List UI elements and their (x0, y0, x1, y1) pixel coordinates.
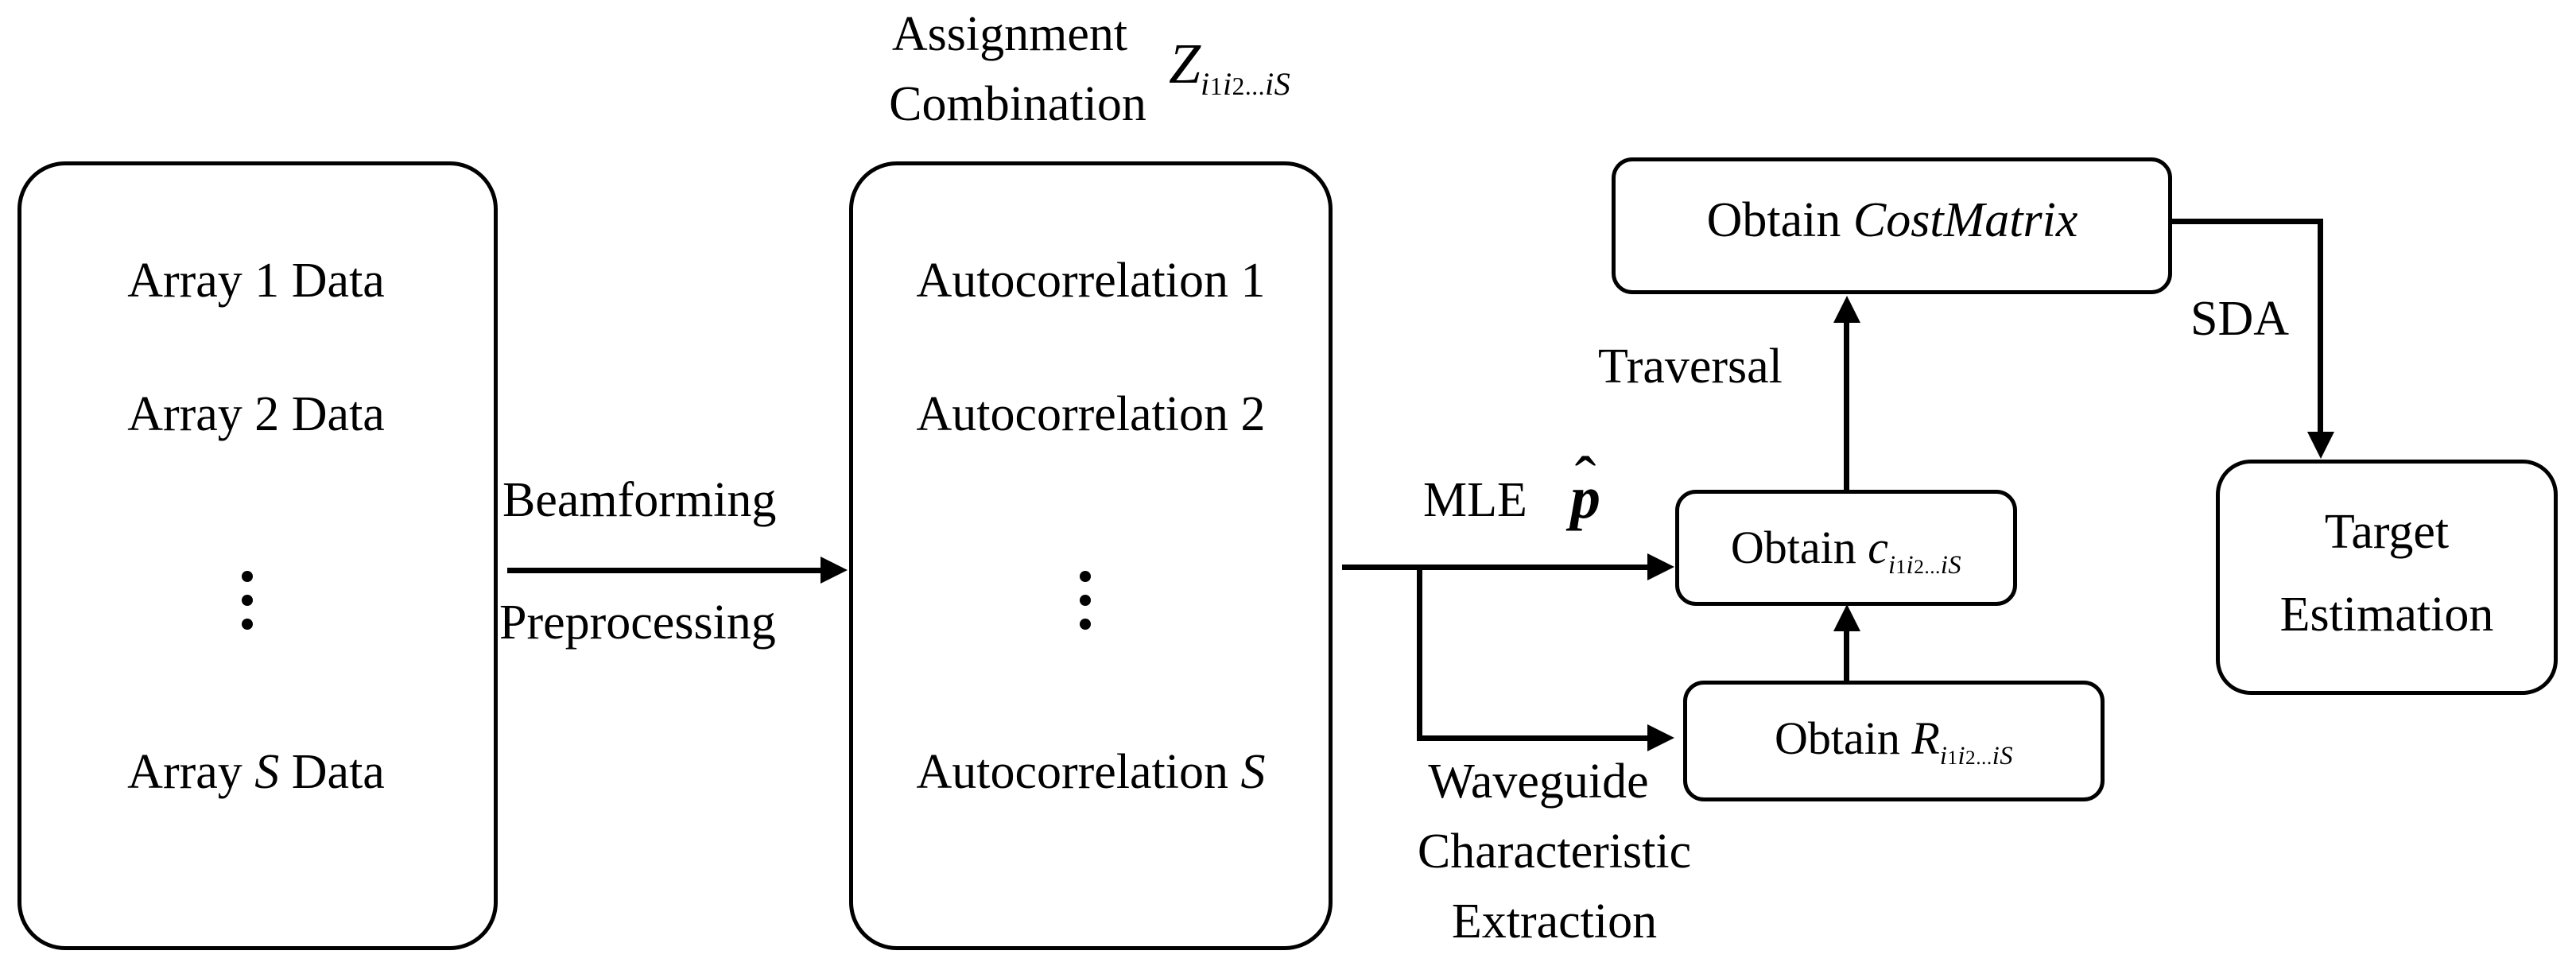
cost-matrix-term: CostMatrix (1852, 193, 2078, 247)
sda-connector-horizontal (2171, 219, 2323, 224)
symbol-Z-subscript: i1i2...iS (1201, 66, 1291, 103)
obtain-r-prefix: Obtain (1775, 712, 1912, 764)
autocorrelation-row-2: Autocorrelation 2 (916, 387, 1266, 441)
waveguide-label-line3: Extraction (1451, 894, 1658, 949)
mle-branch-vertical (1417, 565, 1422, 741)
array-row-last-suffix: Data (279, 745, 385, 799)
obtain-cost-matrix-box[interactable] (1612, 157, 2172, 294)
traversal-arrow-head (1833, 296, 1860, 323)
hat-accent: ˆ (1574, 444, 1596, 515)
beamforming-arrow-head (821, 557, 848, 584)
mle-arrow-shaft-top (1342, 565, 1652, 570)
autocorrelation-row-last: Autocorrelation S (916, 747, 1265, 797)
traversal-arrow-shaft (1844, 322, 1849, 490)
mle-arrow-shaft-bottom (1417, 735, 1652, 741)
mle-arrow-head-top (1647, 553, 1674, 580)
array-row-last-prefix: Array (127, 745, 255, 799)
assignment-combination-symbol-Z: Zi1i2...iS (1169, 35, 1290, 101)
obtain-c-box[interactable] (1675, 490, 2017, 606)
sda-label: SDA (2190, 292, 2290, 346)
array-row-last-var: S (254, 745, 280, 799)
cost-matrix-prefix: Obtain (1706, 193, 1853, 247)
obtain-r-box[interactable] (1683, 681, 2105, 801)
obtain-c-symbol: c (1868, 522, 1888, 573)
target-estimation-line1: Target (2324, 505, 2450, 559)
array-ellipsis-dot-3 (242, 619, 253, 630)
mle-label: MLE (1423, 473, 1527, 527)
obtain-c-label: Obtain ci1i2...iS (1731, 525, 1961, 578)
mle-arrow-head-bottom (1647, 724, 1674, 751)
r-to-c-arrow-shaft (1844, 630, 1849, 681)
array-row-1: Array 1 Data (127, 254, 385, 308)
autocorrelation-ellipsis-dot-3 (1080, 619, 1091, 630)
target-estimation-box[interactable] (2216, 460, 2558, 695)
array-ellipsis-dot-1 (242, 571, 253, 582)
obtain-r-subscript: i1i2...iS (1939, 741, 2013, 770)
autocorrelation-ellipsis-dot-2 (1080, 595, 1091, 606)
autocorrelation-box[interactable] (849, 161, 1333, 950)
target-estimation-line2: Estimation (2279, 588, 2494, 642)
waveguide-label-line2: Characteristic (1417, 824, 1692, 879)
beamforming-arrow-shaft (507, 568, 825, 573)
obtain-r-symbol: R (1911, 712, 1940, 764)
array-data-box[interactable] (17, 161, 498, 950)
array-ellipsis-dot-2 (242, 595, 253, 606)
symbol-Z-base: Z (1169, 32, 1201, 95)
waveguide-label-line1: Waveguide (1428, 755, 1649, 809)
array-row-last: Array S Data (127, 747, 385, 797)
sda-connector-vertical (2318, 219, 2323, 433)
traversal-label: Traversal (1598, 340, 1783, 394)
beamforming-label: Beamforming (502, 473, 777, 527)
array-row-2: Array 2 Data (127, 387, 385, 441)
assignment-combination-line1: Assignment (891, 7, 1128, 61)
r-to-c-arrow-head (1833, 604, 1860, 631)
obtain-c-prefix: Obtain (1730, 522, 1868, 573)
autocorrelation-row-last-var: S (1240, 745, 1266, 799)
autocorrelation-row-1: Autocorrelation 1 (916, 254, 1266, 308)
autocorrelation-ellipsis-dot-1 (1080, 571, 1091, 582)
autocorrelation-row-last-prefix: Autocorrelation (916, 745, 1241, 799)
assignment-combination-line2: Combination (889, 77, 1146, 131)
preprocessing-label: Preprocessing (499, 596, 776, 650)
obtain-c-subscript: i1i2...iS (1887, 550, 1962, 580)
obtain-cost-matrix-label: Obtain CostMatrix (1707, 196, 2078, 245)
sda-arrow-head (2307, 432, 2334, 459)
p-base: p (1570, 464, 1600, 531)
obtain-r-label: Obtain Ri1i2...iS (1775, 716, 2013, 769)
